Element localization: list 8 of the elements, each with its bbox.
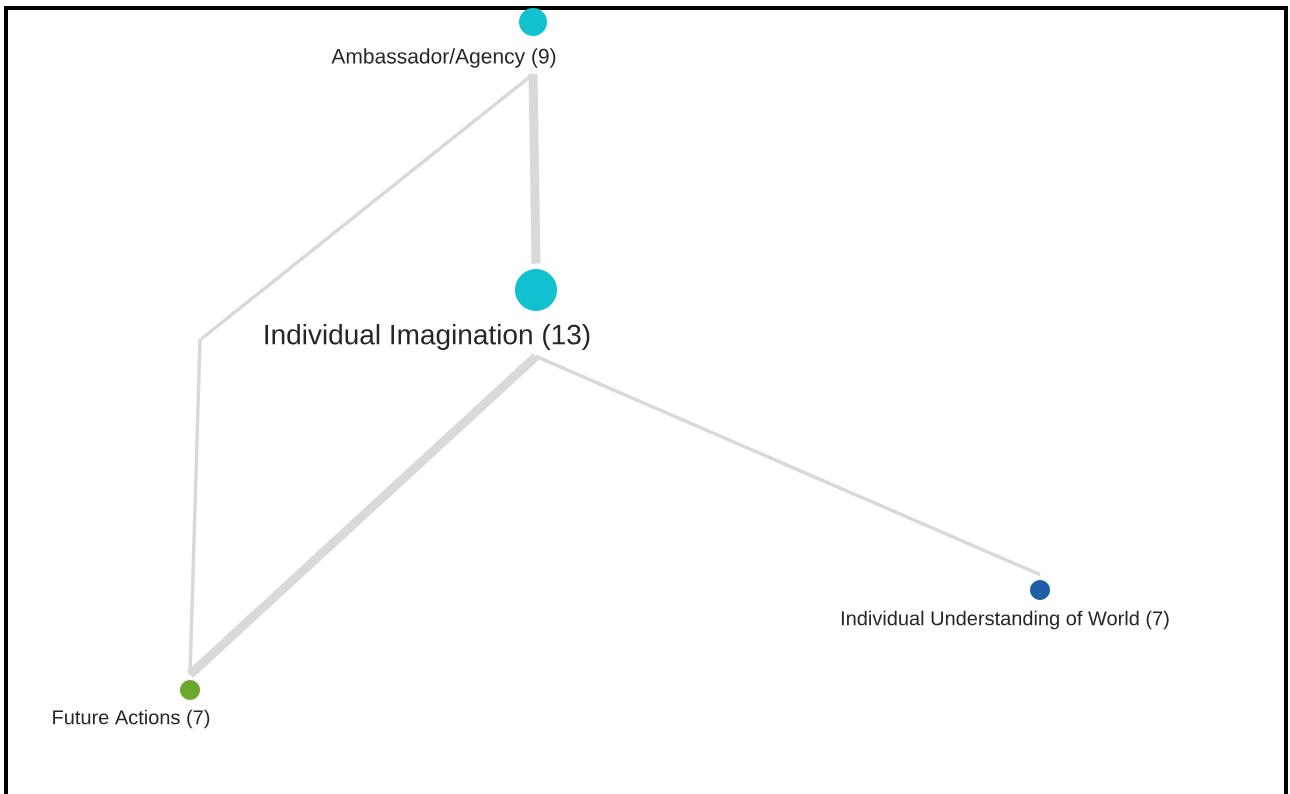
connector-line [188, 72, 535, 675]
node-label: Ambassador/Agency (9) [331, 48, 556, 68]
connector-line [186, 353, 540, 678]
node-label: Future Actions (7) [53, 709, 210, 729]
connector-line [535, 354, 1041, 577]
node-label: Individual Imagination (13) [265, 323, 590, 351]
node-label: Individual Understanding of World (7) [841, 610, 1169, 630]
connector-line [528, 74, 541, 264]
